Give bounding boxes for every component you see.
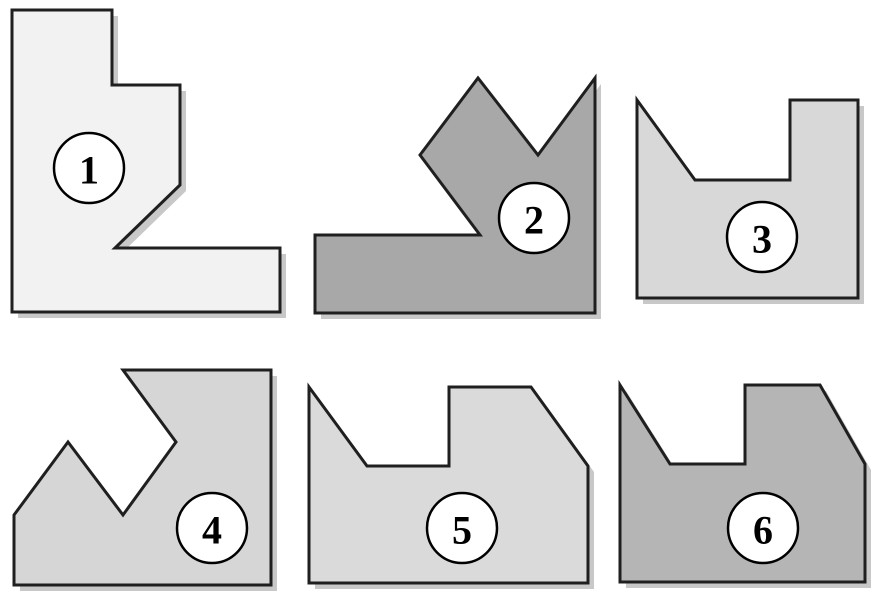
shape-5: 5 [307, 382, 594, 589]
shape-3-badge [725, 200, 799, 274]
shape-1-label: 1 [79, 148, 99, 193]
shape-6-badge [726, 491, 800, 565]
shape-6-label: 6 [753, 508, 773, 553]
shape-6-polygon [618, 379, 867, 584]
shape-5-polygon [307, 382, 590, 585]
shape-1-polygon [10, 8, 282, 314]
shape-2-label: 2 [524, 198, 544, 243]
shape-2-badge [497, 181, 571, 255]
shape-1: 1 [10, 8, 286, 318]
shape-2-polygon [313, 73, 597, 315]
shape-2: 2 [313, 73, 601, 319]
shape-3: 3 [635, 95, 864, 304]
shape-4-badge [175, 491, 249, 565]
shape-4-label: 4 [202, 508, 222, 553]
shape-3-polygon [635, 95, 860, 300]
shape-4: 4 [12, 368, 277, 591]
shape-6: 6 [618, 379, 871, 588]
shape-3-label: 3 [752, 217, 772, 262]
shape-5-label: 5 [452, 508, 472, 553]
shape-5-badge [425, 491, 499, 565]
shape-1-badge [52, 131, 126, 205]
